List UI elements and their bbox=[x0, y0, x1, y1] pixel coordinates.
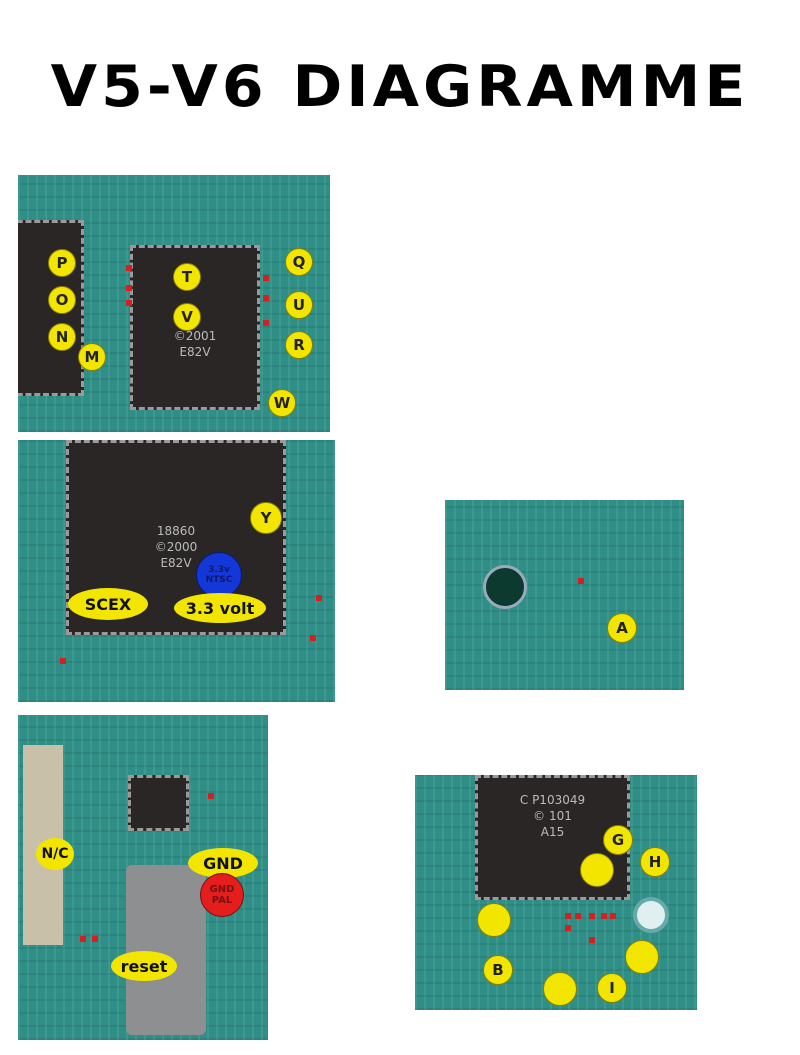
label-y: Y bbox=[250, 502, 282, 534]
label-q: Q bbox=[285, 248, 313, 276]
page-title: V5-V6 DIAGRAMME bbox=[50, 53, 750, 121]
chip-text: E82V bbox=[179, 345, 211, 359]
chip-text: © 101 bbox=[533, 809, 572, 823]
chip-text: A15 bbox=[540, 825, 565, 839]
label-u: U bbox=[285, 291, 313, 319]
chip-text: ©2000 bbox=[154, 540, 198, 554]
label-t: T bbox=[173, 263, 201, 291]
label-w: W bbox=[268, 389, 296, 417]
label-blank-2 bbox=[477, 903, 511, 937]
label-gnd-pal: GND PAL bbox=[200, 873, 244, 917]
label-v: V bbox=[173, 303, 201, 331]
label-3-3-volt: 3.3 volt bbox=[174, 593, 266, 623]
label-gnd: GND bbox=[188, 848, 258, 878]
label-i: I bbox=[597, 973, 627, 1003]
pcb-photo-4: N/C GND GND PAL reset bbox=[18, 715, 268, 1040]
label-n: N bbox=[48, 323, 76, 351]
via bbox=[633, 897, 669, 933]
label-o: O bbox=[48, 286, 76, 314]
label-ntsc: 3.3v NTSC bbox=[196, 552, 242, 598]
label-p: P bbox=[48, 249, 76, 277]
chip-text: ©2001 bbox=[173, 329, 217, 343]
label-reset: reset bbox=[111, 951, 177, 981]
label-r: R bbox=[285, 331, 313, 359]
chip-text: 18860 bbox=[156, 524, 196, 538]
chip bbox=[128, 775, 189, 831]
via bbox=[483, 565, 527, 609]
label-m: M bbox=[78, 343, 106, 371]
chip-text: E82V bbox=[160, 556, 192, 570]
label-g: G bbox=[603, 825, 633, 855]
label-nc: N/C bbox=[36, 838, 74, 870]
pcb-photo-5: C P103049 © 101 A15 G H B I bbox=[415, 775, 697, 1010]
label-blank-4 bbox=[625, 940, 659, 974]
label-a: A bbox=[607, 613, 637, 643]
pcb-photo-1: ©2001 E82V P O N M T V Q U R W bbox=[18, 175, 330, 432]
label-blank-3 bbox=[543, 972, 577, 1006]
pcb-photo-3: A bbox=[445, 500, 684, 690]
label-b: B bbox=[483, 955, 513, 985]
label-blank-1 bbox=[580, 853, 614, 887]
pcb-photo-2: 18860 ©2000 E82V 3.3v NTSC 3.3 volt SCEX… bbox=[18, 440, 335, 702]
label-h: H bbox=[640, 847, 670, 877]
chip-text: C P103049 bbox=[519, 793, 586, 807]
shield bbox=[126, 865, 206, 1035]
label-scex: SCEX bbox=[68, 588, 148, 620]
